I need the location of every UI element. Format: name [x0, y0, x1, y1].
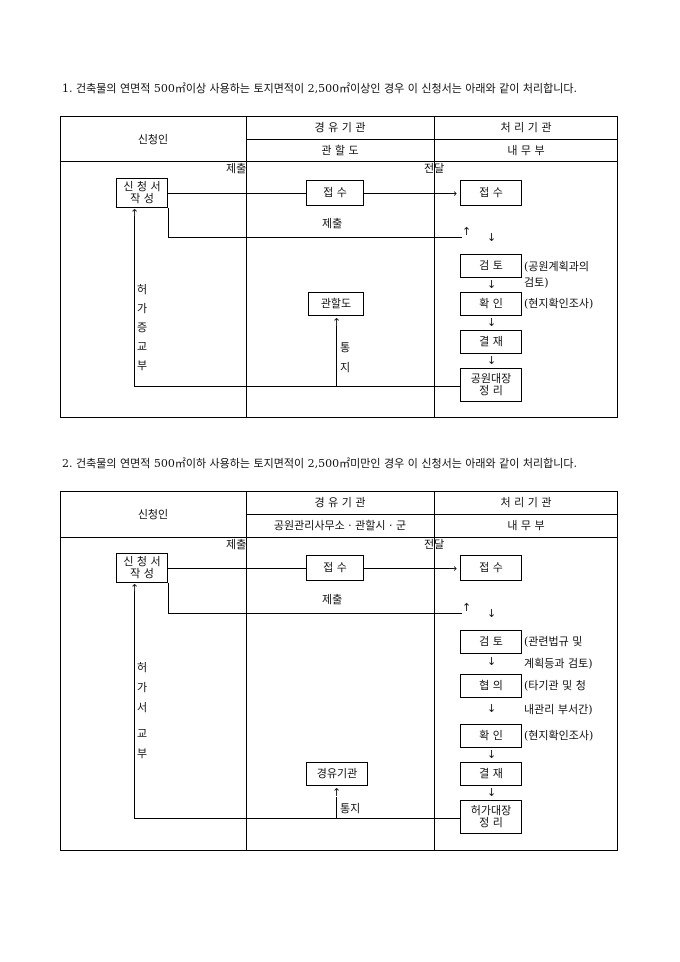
via-submit-label: 제출 [322, 593, 343, 606]
flow-line [168, 193, 306, 194]
arrow-up-icon: ↑ [332, 786, 342, 799]
divider [434, 116, 435, 418]
review-box: 검 토 [460, 630, 522, 654]
via-agency-box: 경유기관 [306, 762, 368, 786]
col-applicant-header: 신청인 [137, 508, 169, 521]
section2-table [60, 491, 618, 851]
arrow-down-icon: ↓ [487, 655, 497, 668]
arrow-down-icon: ↓ [487, 702, 497, 715]
col-proc-subheader: 내 무 부 [507, 144, 545, 157]
col-applicant-header: 신청인 [137, 133, 169, 146]
arrow-up-icon: ↑ [130, 582, 140, 595]
divider [246, 139, 618, 140]
apply-box: 신 청 서 작 성 [116, 178, 168, 208]
proc-receive-box: 접 수 [460, 180, 522, 206]
divider [246, 116, 247, 418]
approve-box: 결 재 [460, 330, 522, 354]
flow-line [168, 237, 462, 238]
divider [246, 491, 247, 851]
section1-heading: 1. 건축물의 연면적 500㎡이상 사용하는 토지면적이 2,500㎡이상인 … [62, 82, 577, 95]
via-submit-label: 제출 [322, 217, 343, 230]
divider [246, 514, 618, 515]
via-receive-box: 접 수 [306, 180, 364, 206]
flow-line [168, 583, 169, 613]
arrow-up-icon: ↑ [462, 225, 472, 238]
confirm-note: (현지확인조사) [524, 297, 594, 310]
register-box: 허가대장 정 리 [460, 800, 522, 834]
divider [60, 161, 618, 162]
col-proc-subheader: 내 무 부 [507, 519, 545, 532]
flow-line [364, 568, 454, 569]
jurisdiction-box: 관할도 [308, 292, 364, 316]
confirm-box: 확 인 [460, 724, 522, 748]
arrow-down-icon: ↓ [487, 607, 497, 620]
arrow-down-icon: ↓ [487, 278, 497, 291]
arrow-down-icon: ↓ [487, 748, 497, 761]
arrow-right-icon: → [448, 562, 458, 575]
section1-table [60, 116, 618, 418]
approve-box: 결 재 [460, 762, 522, 786]
flow-line [134, 591, 135, 818]
col-via-subheader: 공원관리사무소 · 관할시 · 군 [273, 519, 407, 532]
col-proc-header: 처 리 기 관 [500, 121, 552, 134]
section2-heading: 2. 건축물의 연면적 500㎡이하 사용하는 토지면적이 2,500㎡미만인 … [62, 457, 577, 470]
col-via-subheader: 관 할 도 [321, 144, 359, 157]
review-box: 검 토 [460, 254, 522, 278]
arrow-down-icon: ↓ [487, 316, 497, 329]
consult-note: 내관리 부서간) [524, 703, 593, 716]
flow-line [336, 797, 337, 818]
confirm-box: 확 인 [460, 292, 522, 316]
arrow-up-icon: ↑ [130, 207, 140, 220]
arrow-down-icon: ↓ [487, 231, 497, 244]
flow-line [168, 208, 169, 237]
col-via-header: 경 유 기 관 [314, 121, 366, 134]
submit-label: 제출 [226, 538, 247, 551]
flow-line [134, 216, 135, 386]
arrow-up-icon: ↑ [462, 601, 472, 614]
divider [434, 491, 435, 851]
apply-box: 신 청 서 작 성 [116, 553, 168, 583]
notify-label: 통지 [340, 802, 361, 815]
flow-line [336, 326, 337, 386]
proc-receive-box: 접 수 [460, 555, 522, 581]
review-note: 계획등과 검토) [524, 657, 593, 670]
consult-note: (타기관 및 청 [524, 679, 586, 692]
arrow-right-icon: → [448, 187, 458, 200]
register-box: 공원대장 정 리 [460, 368, 522, 402]
col-proc-header: 처 리 기 관 [500, 496, 552, 509]
divider [60, 537, 618, 538]
consult-box: 협 의 [460, 674, 522, 698]
submit-label: 제출 [226, 162, 247, 175]
deliver-label: 전달 [424, 162, 445, 175]
flow-line [168, 613, 462, 614]
confirm-note: (현지확인조사) [524, 729, 594, 742]
arrow-up-icon: ↑ [332, 316, 342, 329]
deliver-label: 전달 [424, 538, 445, 551]
review-note: (공원계획과의 검토) [524, 260, 590, 289]
flow-line [134, 386, 460, 387]
flow-line [168, 568, 306, 569]
flow-line [134, 818, 460, 819]
arrow-down-icon: ↓ [487, 786, 497, 799]
col-via-header: 경 유 기 관 [314, 496, 366, 509]
arrow-down-icon: ↓ [487, 354, 497, 367]
flow-line [364, 193, 454, 194]
review-note: (관련법규 및 [524, 635, 583, 648]
via-receive-box: 접 수 [306, 555, 364, 581]
